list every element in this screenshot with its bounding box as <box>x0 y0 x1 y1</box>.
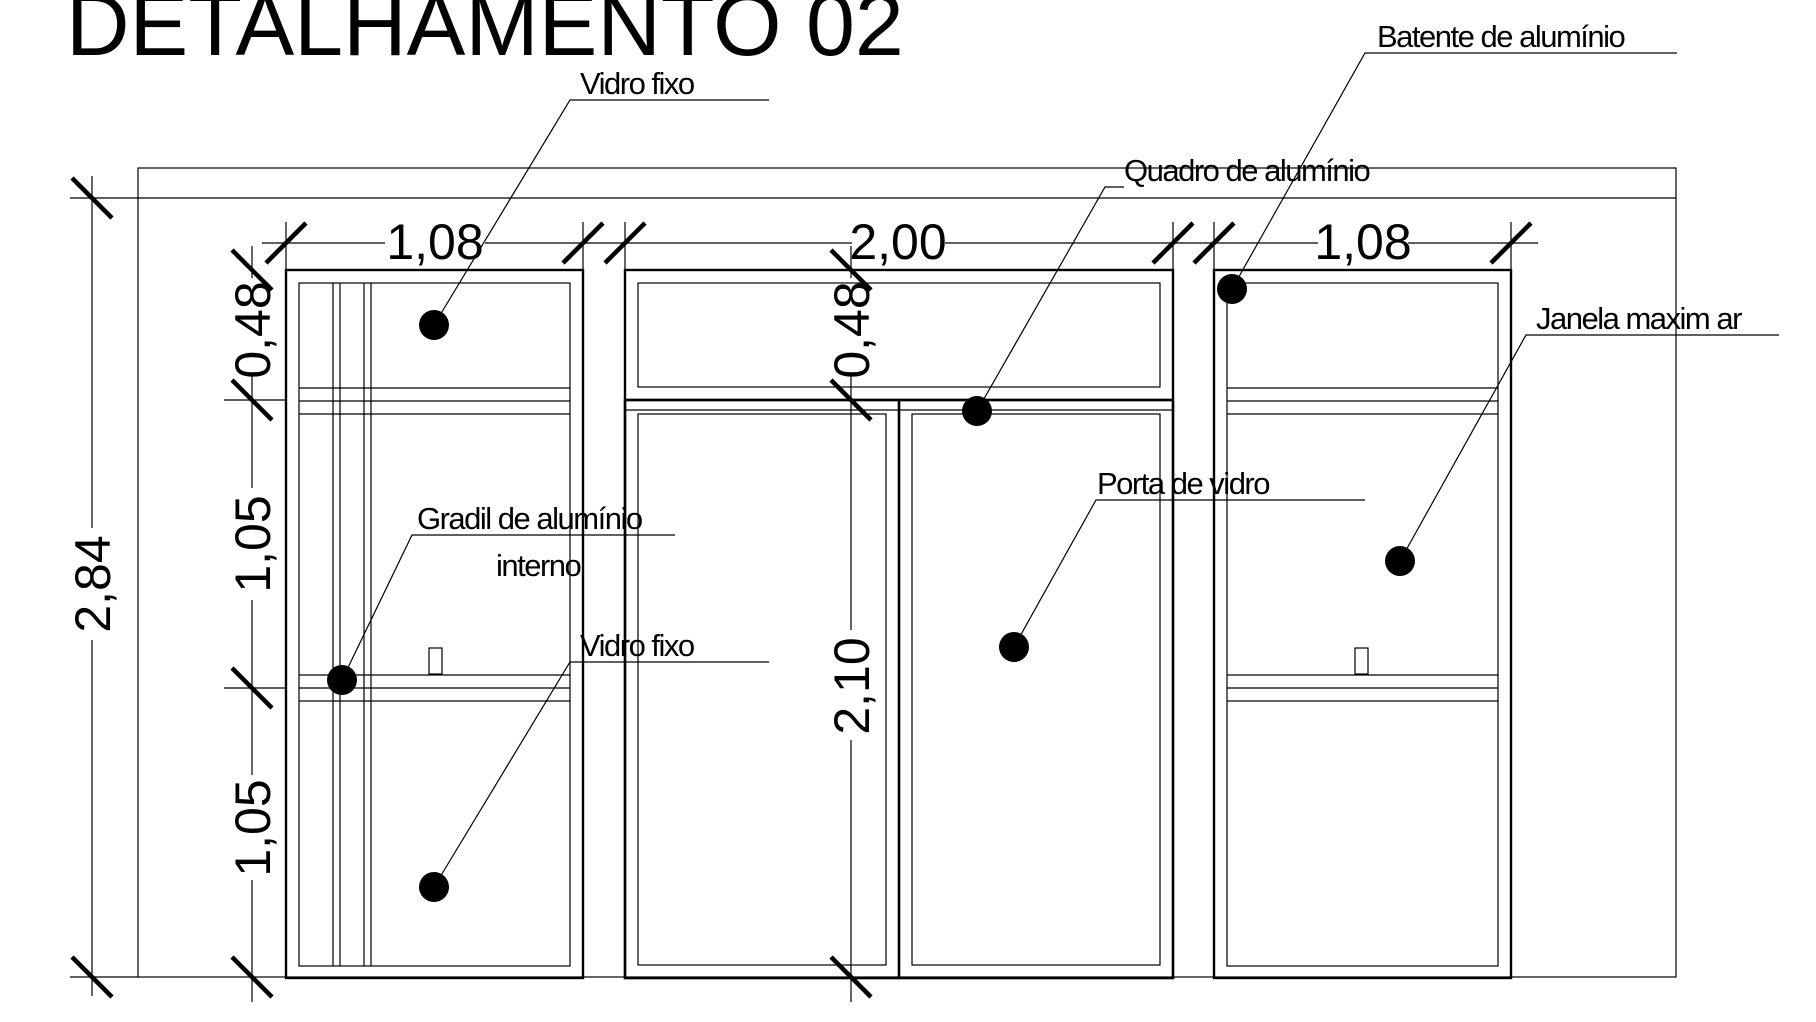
drawing-title: DETALHAMENTO 02 <box>66 0 904 74</box>
annotation-dots <box>327 274 1415 902</box>
center-door <box>623 268 1175 980</box>
label-janela: Janela maxim ar <box>1536 301 1742 336</box>
label-batente: Batente de alumínio <box>1377 19 1625 54</box>
total-height-dimension <box>70 176 138 999</box>
annotation-leaders <box>341 52 1779 888</box>
wall-outline <box>137 167 1677 978</box>
horizontal-dimension <box>262 221 1538 270</box>
label-gradil-line1: Gradil de alumínio <box>417 501 642 536</box>
dim-width-center: 2,00 <box>849 214 946 270</box>
dim-door-height: 2,10 <box>824 637 880 734</box>
dim-width-left: 1,08 <box>386 214 483 270</box>
label-vidro-fixo-top: Vidro fixo <box>580 66 694 101</box>
label-vidro-fixo-bottom: Vidro fixo <box>580 628 694 663</box>
left-window <box>284 268 585 980</box>
dim-left-bottom: 1,05 <box>225 779 281 876</box>
dim-total-height: 2,84 <box>65 535 121 632</box>
label-gradil-line2: interno <box>496 548 581 583</box>
label-porta: Porta de vidro <box>1097 466 1269 501</box>
center-height-dimension <box>829 246 873 1002</box>
right-window <box>1212 268 1513 980</box>
dim-left-mid: 1,05 <box>225 495 281 592</box>
dim-width-right: 1,08 <box>1314 214 1411 270</box>
label-quadro: Quadro de alumínio <box>1124 153 1370 188</box>
window-handle <box>428 647 443 675</box>
dim-center-top: 0,48 <box>824 281 880 378</box>
left-height-dimension <box>224 246 286 1002</box>
window-handle <box>1354 647 1369 675</box>
dim-left-top: 0,48 <box>225 281 281 378</box>
